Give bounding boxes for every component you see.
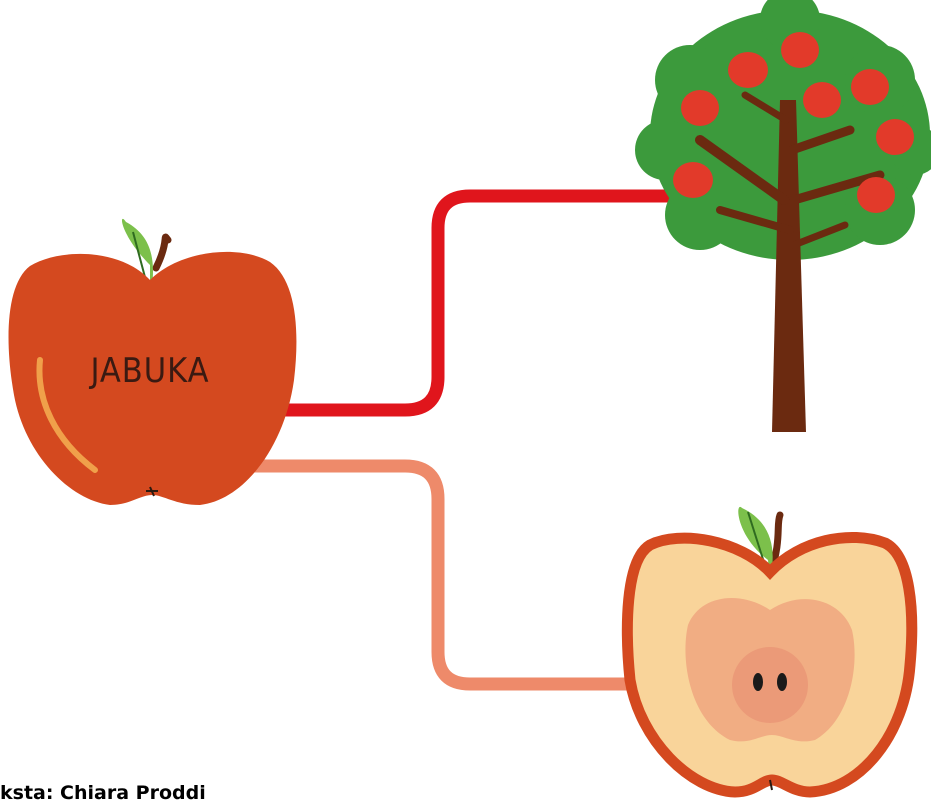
apple-label: JABUKA [88, 351, 209, 391]
connector-to-tree [280, 196, 670, 410]
connector-to-cut-apple [255, 466, 640, 684]
apple-icon: JABUKA [9, 219, 297, 505]
credit-text: ksta: Chiara Proddi [0, 781, 206, 805]
apple-tree-icon [635, 0, 931, 432]
apple-half-icon [627, 507, 911, 792]
